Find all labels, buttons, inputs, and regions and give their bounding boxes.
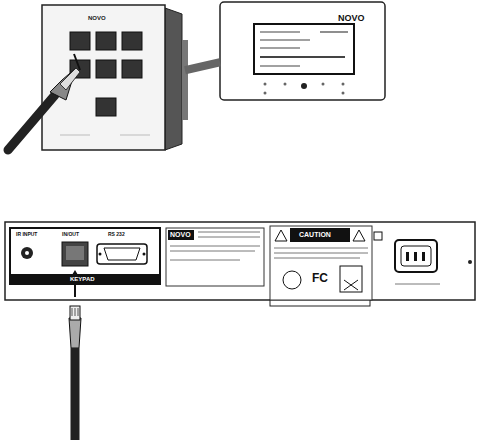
cable-connector	[185, 62, 220, 70]
warning-label: CAUTION	[299, 231, 331, 238]
brand-logo: NOVO	[88, 15, 106, 21]
brand-logo: NOVO	[338, 14, 365, 23]
brand-logo: NOVO	[170, 231, 191, 238]
port-label: RS 232	[108, 232, 125, 237]
wall-plate: NOVO	[42, 5, 165, 150]
certification-mark: FC	[312, 272, 328, 284]
keypad-panel: NOVO	[220, 2, 385, 100]
port-label: IN/OUT	[62, 232, 79, 237]
port-group-label: KEYPAD	[70, 276, 95, 282]
port-label: IR INPUT	[16, 232, 37, 237]
